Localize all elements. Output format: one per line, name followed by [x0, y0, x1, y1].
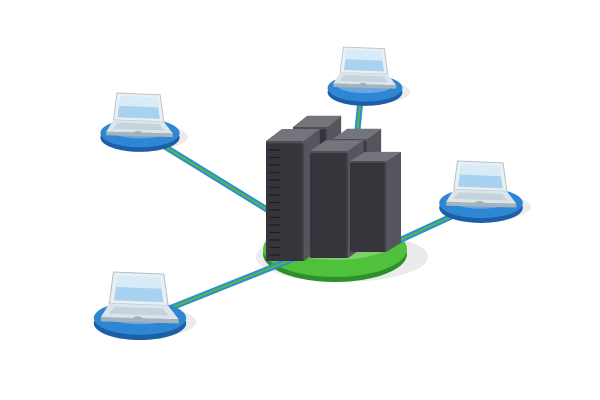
laptop-node-left: [105, 92, 174, 138]
tower-vents: [269, 149, 280, 256]
laptop-node-bottom-left: [100, 271, 180, 324]
server-tower: [350, 151, 401, 252]
laptop-node-right: [445, 160, 517, 209]
cable-to-bottom-left: [155, 256, 296, 316]
laptop-node-top: [332, 46, 397, 90]
server-rack: [266, 115, 401, 261]
